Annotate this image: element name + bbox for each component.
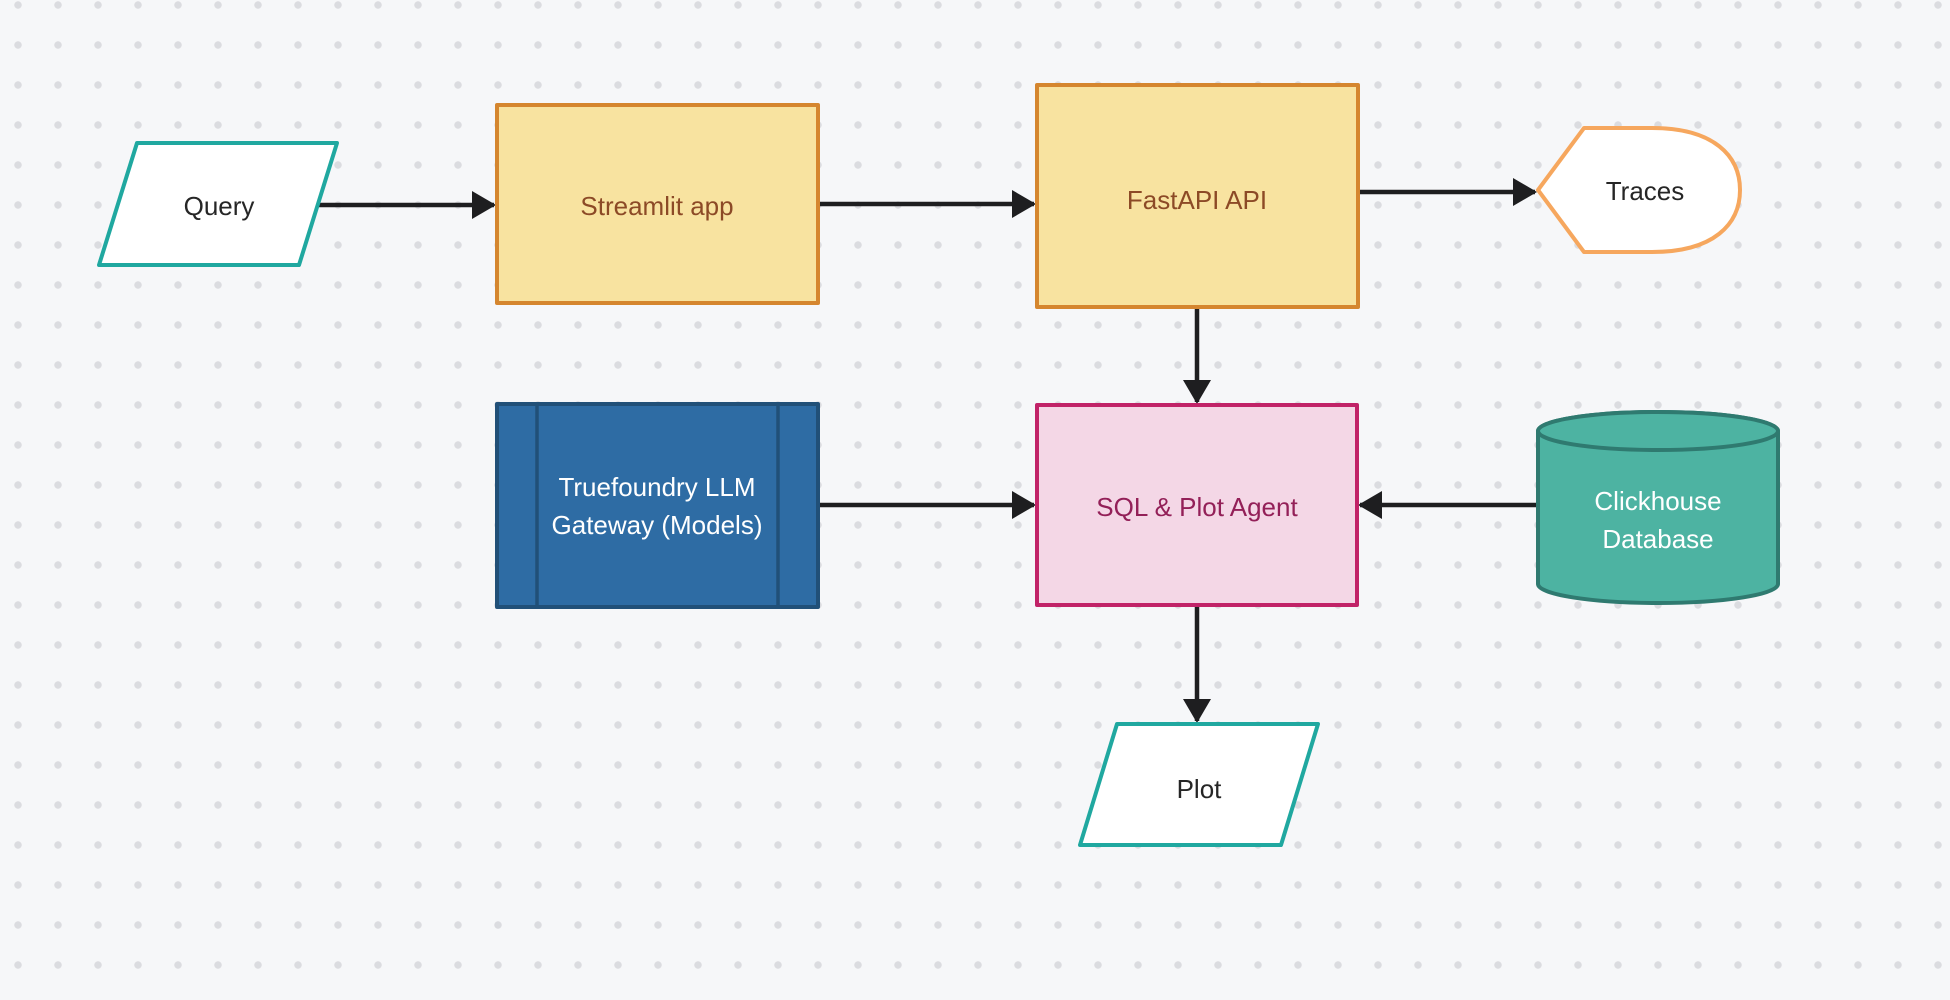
streamlit-app-shape <box>495 103 820 305</box>
streamlit-app-label: Streamlit app <box>580 191 733 221</box>
clickhouse-db-top <box>1536 410 1780 452</box>
node-fastapi-api[interactable]: FastAPI API <box>1035 83 1360 309</box>
llm-gateway-shape <box>495 402 820 609</box>
query-shape <box>97 141 339 267</box>
sql-plot-agent-shape <box>1035 403 1359 607</box>
query-label: Query <box>184 191 255 221</box>
llm-gateway-label-line1: Truefoundry LLM <box>558 472 755 502</box>
clickhouse-db-label-line1: Clickhouse <box>1594 486 1721 516</box>
node-sql-plot-agent[interactable]: SQL & Plot Agent <box>1035 403 1359 607</box>
node-plot[interactable]: Plot <box>1078 722 1320 847</box>
node-query[interactable]: Query <box>97 141 339 267</box>
plot-label: Plot <box>1177 774 1223 804</box>
traces-label: Traces <box>1606 176 1685 206</box>
fastapi-api-label: FastAPI API <box>1127 185 1267 215</box>
sql-plot-agent-label: SQL & Plot Agent <box>1096 492 1298 522</box>
node-streamlit-app[interactable]: Streamlit app <box>495 103 820 305</box>
traces-shape <box>1536 126 1742 254</box>
plot-shape <box>1078 722 1320 847</box>
fastapi-api-shape <box>1035 83 1360 309</box>
node-clickhouse-db[interactable]: Clickhouse Database <box>1536 410 1780 605</box>
node-traces[interactable]: Traces <box>1536 126 1742 254</box>
llm-gateway-label-line2: Gateway (Models) <box>552 510 763 540</box>
node-llm-gateway[interactable]: Truefoundry LLM Gateway (Models) <box>495 402 820 609</box>
clickhouse-db-label-line2: Database <box>1602 524 1713 554</box>
